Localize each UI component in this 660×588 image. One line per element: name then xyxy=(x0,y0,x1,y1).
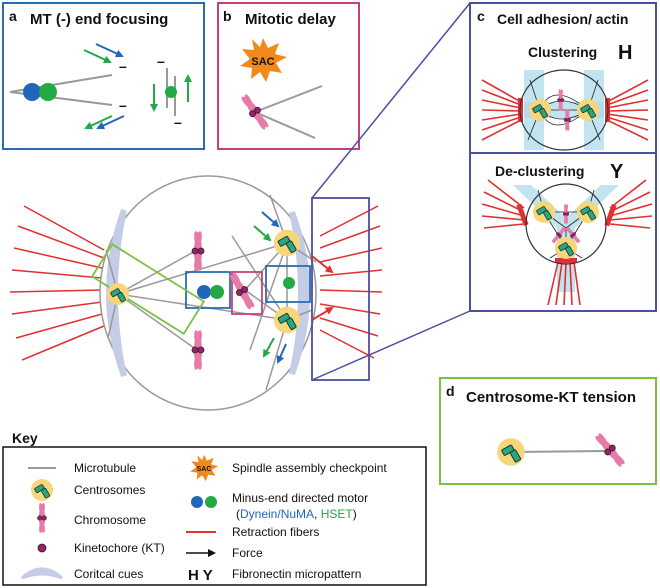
centrosome xyxy=(273,306,301,334)
centrosome xyxy=(576,200,600,224)
cortical-cue xyxy=(289,210,310,376)
centrosome xyxy=(532,200,556,224)
dynein-motor xyxy=(23,83,41,101)
centrosome xyxy=(496,437,526,467)
main-cell xyxy=(9,175,383,411)
force-arrow xyxy=(311,255,334,274)
panel-a-title: MT (-) end focusing xyxy=(30,11,168,28)
force-arrow xyxy=(263,337,275,358)
zoom-connector xyxy=(311,2,471,199)
zoom-box-c xyxy=(311,197,370,381)
centrosome xyxy=(554,236,578,260)
centrosome-icon xyxy=(30,478,54,502)
clustering-label: Clustering xyxy=(528,44,597,60)
force-arrow xyxy=(96,115,125,130)
force-arrow xyxy=(261,211,280,228)
panel-a: a MT (-) end focusing – – – – xyxy=(2,2,205,150)
key-fibronectin: Fibronectin micropattern xyxy=(232,567,361,581)
panel-d: d Centrosome-KT tension xyxy=(439,377,657,485)
key-title: Key xyxy=(12,430,38,446)
fibronectin-icon: H Y xyxy=(188,567,213,584)
hset-motor xyxy=(210,285,224,299)
dynein-motor-icon xyxy=(191,496,203,508)
key-force: Force xyxy=(232,546,263,560)
centrosome xyxy=(576,98,600,122)
minus-end-label: – xyxy=(157,53,165,69)
key-motor: Minus-end directed motor xyxy=(232,491,368,505)
key-motor-detail: (Dynein/NuMA, HSET) xyxy=(236,507,357,521)
kinetochore-icon xyxy=(37,543,47,553)
declustering-cell xyxy=(481,179,653,306)
key-legend: Key Microtubule Centrosomes Chromosome K… xyxy=(2,430,427,586)
y-pattern-icon: Y xyxy=(610,161,624,183)
force-arrow xyxy=(95,43,124,58)
declustering-label: De-clustering xyxy=(495,163,584,179)
minus-end-label: – xyxy=(119,97,127,113)
zoom-connector xyxy=(311,310,471,381)
key-sac: Spindle assembly checkpoint xyxy=(232,461,387,475)
centrosome xyxy=(273,229,301,257)
zoom-box-a xyxy=(265,265,311,303)
cortical-cue xyxy=(106,208,127,378)
minus-end-label: – xyxy=(174,114,182,130)
key-chromosome: Chromosome xyxy=(74,513,146,527)
centrosome xyxy=(528,98,552,122)
hset-motor xyxy=(283,277,295,289)
hset-motor-icon xyxy=(205,496,217,508)
cortical-cue-icon xyxy=(20,567,64,580)
panel-c: c Cell adhesion/ actin Clustering H xyxy=(469,2,657,312)
retraction-fibers-left xyxy=(9,205,105,361)
panel-b-letter: b xyxy=(223,8,232,24)
hset-motor xyxy=(39,83,57,101)
panel-b: b Mitotic delay SAC xyxy=(217,2,360,150)
force-arrow xyxy=(276,343,287,364)
panel-d-title: Centrosome-KT tension xyxy=(466,389,636,406)
key-centrosomes: Centrosomes xyxy=(74,483,145,497)
panel-a-letter: a xyxy=(9,8,17,24)
panel-c-title: Cell adhesion/ actin xyxy=(497,11,628,27)
panel-b-title: Mitotic delay xyxy=(245,11,337,28)
panel-d-letter: d xyxy=(446,383,455,399)
force-arrow xyxy=(311,306,334,321)
dynein-motor xyxy=(197,285,211,299)
force-arrow xyxy=(83,49,112,64)
zoom-box-d xyxy=(90,243,206,335)
clustering-cell xyxy=(481,69,649,151)
force-arrow xyxy=(253,225,272,242)
centrosome xyxy=(106,282,130,306)
minus-end-label: – xyxy=(119,58,127,74)
key-retraction: Retraction fibers xyxy=(232,525,319,539)
retraction-fibers-right xyxy=(319,205,383,359)
key-kinetochore: Kinetochore (KT) xyxy=(74,541,165,555)
key-sac-glyph: SAC xyxy=(197,466,212,473)
h-pattern-icon: H xyxy=(618,42,632,64)
panel-c-letter: c xyxy=(477,8,485,24)
key-microtubule: Microtubule xyxy=(74,461,136,475)
sac-label: SAC xyxy=(251,56,274,68)
zoom-box-b xyxy=(231,271,263,315)
key-cortical: Coritcal cues xyxy=(74,567,143,581)
